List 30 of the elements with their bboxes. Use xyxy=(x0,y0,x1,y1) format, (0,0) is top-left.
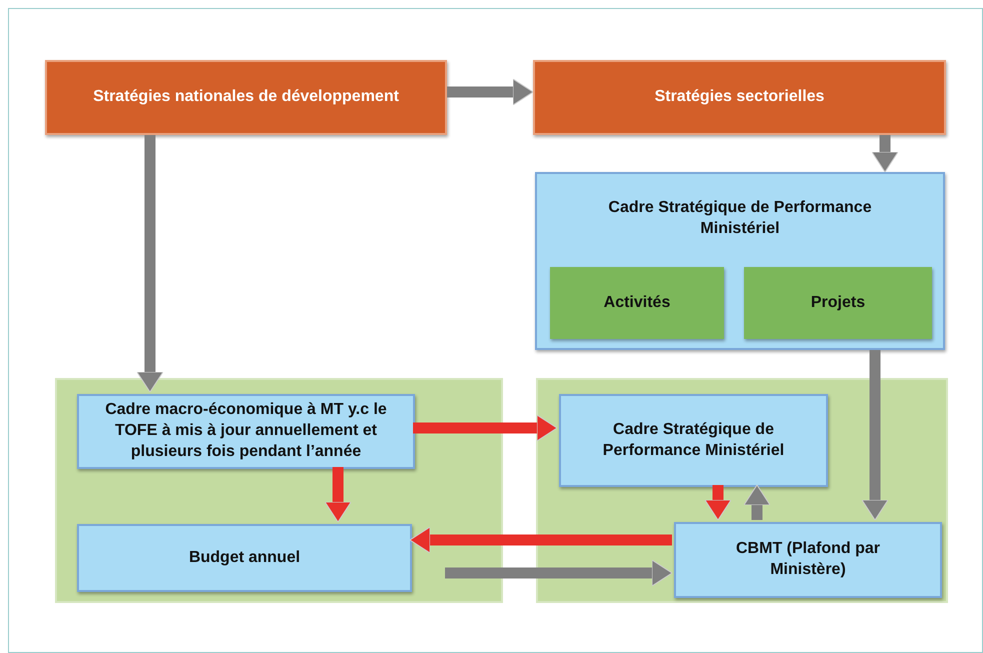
arrow xyxy=(447,78,534,106)
arrow xyxy=(324,467,352,522)
process-box xyxy=(45,60,447,135)
box-label: Stratégies sectorielles xyxy=(654,87,826,108)
group-panel xyxy=(536,378,948,603)
arrow xyxy=(862,350,888,520)
box-label: Budget annuel xyxy=(188,548,302,568)
process-box xyxy=(77,524,412,592)
process-box xyxy=(674,522,942,598)
process-box xyxy=(559,394,828,487)
arrow xyxy=(413,414,558,442)
activity-box xyxy=(744,267,932,339)
activity-box xyxy=(550,267,724,339)
box-label: Cadre Stratégique de Performance Ministériel xyxy=(607,198,873,239)
process-box xyxy=(77,394,415,469)
process-box xyxy=(533,60,946,135)
arrow xyxy=(410,526,672,554)
box-label: Stratégies nationales de développement xyxy=(92,87,400,108)
group-panel xyxy=(55,378,503,603)
box-label: Cadre Stratégique de Performance Ministériel xyxy=(602,420,786,460)
arrow xyxy=(872,135,898,172)
arrow xyxy=(445,560,672,586)
box-label: Cadre macro-économique à MT y.c le TOFE à mis à jour annuellement et plusieurs fois pendant l’année xyxy=(104,400,388,462)
box-label: CBMT (Plafond par Ministère) xyxy=(735,539,881,580)
box-label: Activités xyxy=(602,292,672,313)
arrow xyxy=(704,485,732,520)
arrow xyxy=(744,484,770,520)
process-box xyxy=(535,172,945,350)
box-label: Projets xyxy=(810,292,866,313)
arrow xyxy=(136,135,164,392)
